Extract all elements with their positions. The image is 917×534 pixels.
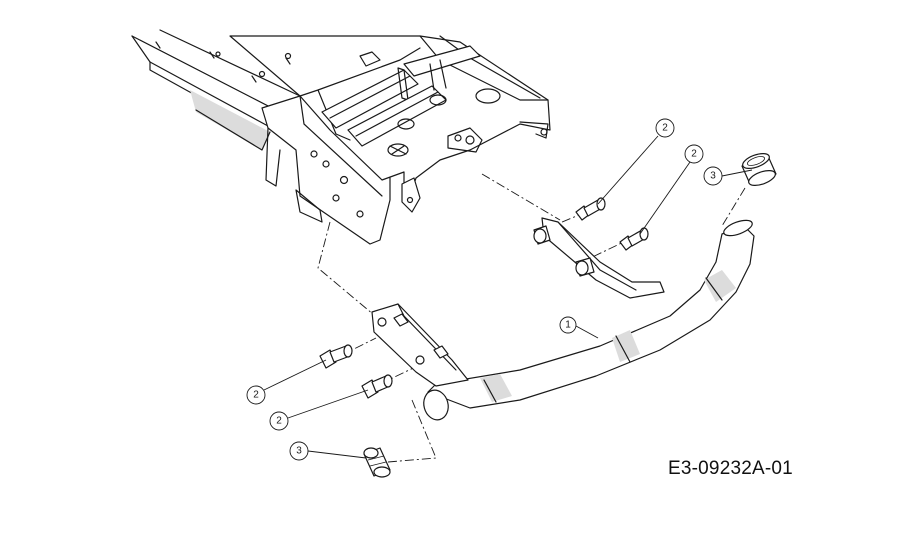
callout-end-cap-upper: 3	[703, 166, 753, 186]
drawing-number: E3-09232A-01	[668, 458, 793, 479]
callout-bolt-lower-a: 2	[246, 359, 327, 405]
callout-bolt-upper-b: 2	[639, 144, 704, 235]
callout-end-cap-lower: 3	[289, 441, 367, 461]
svg-text:2: 2	[276, 416, 282, 427]
callout-bolt-lower-b: 2	[269, 389, 369, 431]
end-cap-lower	[363, 447, 391, 478]
end-cap-upper	[741, 153, 777, 186]
mower-frame	[131, 29, 551, 245]
bolt-upper-a	[575, 197, 606, 221]
front-bumper	[371, 217, 755, 421]
bolt-lower-b	[361, 374, 393, 399]
bolt-upper-b	[619, 227, 649, 251]
callout-bumper: 1	[559, 316, 599, 339]
svg-text:3: 3	[296, 446, 302, 457]
callout-bolt-upper-a: 2	[597, 118, 675, 205]
svg-text:2: 2	[691, 149, 697, 160]
bolt-lower-a	[319, 344, 353, 369]
svg-text:3: 3	[710, 171, 716, 182]
svg-text:2: 2	[662, 123, 668, 134]
svg-text:1: 1	[565, 320, 571, 331]
svg-text:2: 2	[253, 390, 259, 401]
